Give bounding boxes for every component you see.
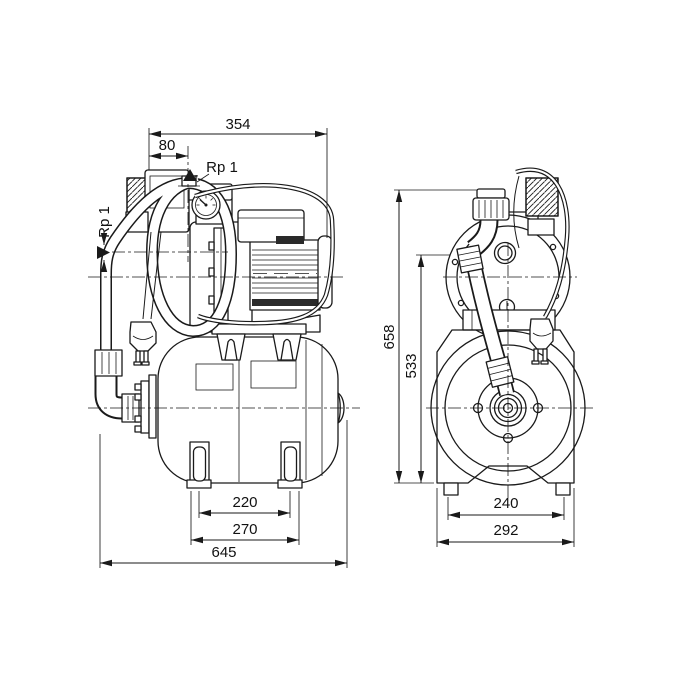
elbow-front [472,188,510,221]
dim-292: 292 [493,522,518,539]
label-discharge-rp1: Rp 1 [206,159,238,176]
dim-80: 80 [159,137,176,154]
dim-270: 270 [232,521,257,538]
dimensions-side: 354 80 Rp 1 Rp 1 220 270 645 [96,116,348,568]
pump-base-plate [211,323,307,335]
union-nut [94,349,123,377]
power-cable-plug-side [129,183,335,366]
label-suction-rp1: Rp 1 [96,206,113,238]
tank-foot [277,441,303,489]
power-plug [129,321,157,366]
dim-533: 533 [403,353,420,378]
dim-658: 658 [381,324,398,349]
power-cable-plug-front [515,167,570,365]
tank-stand [436,329,575,484]
discharge-flow-arrow [183,169,197,181]
dimensions-front: 658 533 240 292 [381,190,575,547]
hose-front [456,219,515,396]
dim-240: 240 [493,495,518,512]
pressure-switch-front [513,175,559,249]
pressure-tank-side [157,333,345,489]
hose-clamp [456,244,484,274]
hose-clamp [485,356,515,388]
front-view: 658 533 240 292 [381,167,594,547]
suction-flow-arrow [97,246,110,259]
dim-354: 354 [225,116,250,133]
stand-foot [555,482,571,496]
motor-body [249,239,321,311]
tank-port-flange [134,374,157,439]
side-view: 354 80 Rp 1 Rp 1 220 270 645 [88,116,360,568]
pressure-gauge [191,190,221,220]
dim-220: 220 [232,494,257,511]
dim-645: 645 [211,544,236,561]
power-plug-front [529,318,554,365]
tank-label [195,363,234,391]
stand-foot [443,482,459,496]
motor-cooling-fins [252,249,318,294]
tank-label [250,360,297,389]
tank-foot [186,441,212,489]
